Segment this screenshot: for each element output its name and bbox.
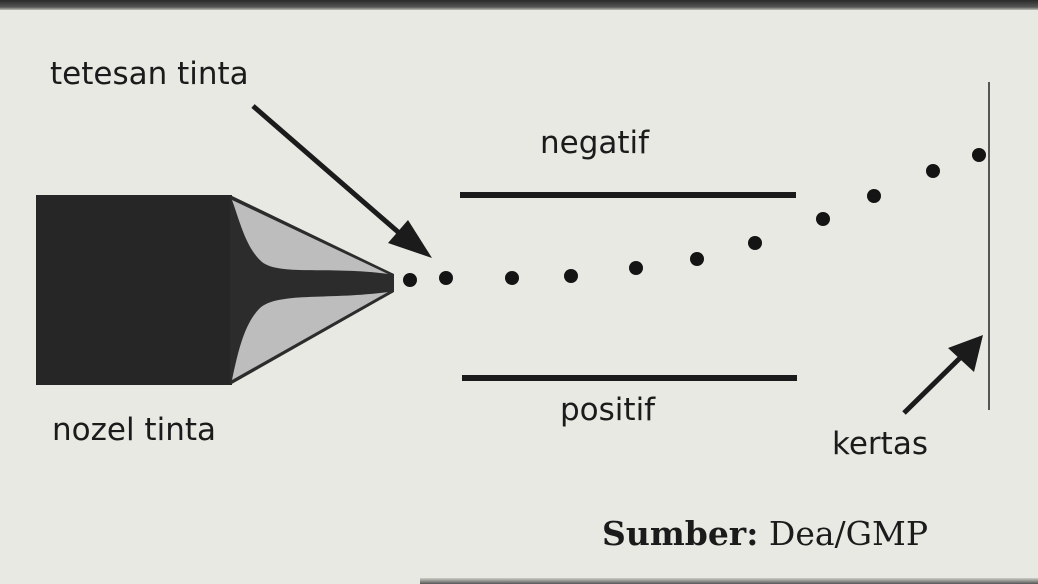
nozzle-body (36, 195, 232, 385)
ink-droplet (816, 212, 830, 226)
paper-label: kertas (832, 426, 928, 462)
ink-droplet (439, 271, 453, 285)
ink-droplet (403, 273, 417, 287)
paper-arrow (902, 335, 983, 415)
nozzle-label: nozel tinta (52, 412, 216, 448)
ink-droplets (403, 148, 986, 287)
nozzle-tip-highlight-lower (232, 292, 388, 380)
page-top-border (0, 0, 1038, 10)
droplet-label: tetesan tinta (50, 56, 249, 92)
droplet-arrow (251, 104, 432, 258)
positive-plate-label: positif (560, 392, 656, 428)
ink-droplet (972, 148, 986, 162)
page-bottom-border (420, 578, 1038, 584)
nozzle-tip-highlight-upper (232, 200, 388, 274)
source-label: Sumber: (602, 514, 759, 553)
ink-droplet (505, 271, 519, 285)
ink-droplet (629, 261, 643, 275)
ink-droplet (926, 164, 940, 178)
negative-plate-label: negatif (540, 125, 650, 161)
ink-droplet (867, 189, 881, 203)
ink-droplet (564, 269, 578, 283)
source-value: Dea/GMP (768, 514, 929, 553)
ink-droplet (690, 252, 704, 266)
ink-droplet (748, 236, 762, 250)
source-credit: Sumber: Dea/GMP (602, 514, 928, 553)
